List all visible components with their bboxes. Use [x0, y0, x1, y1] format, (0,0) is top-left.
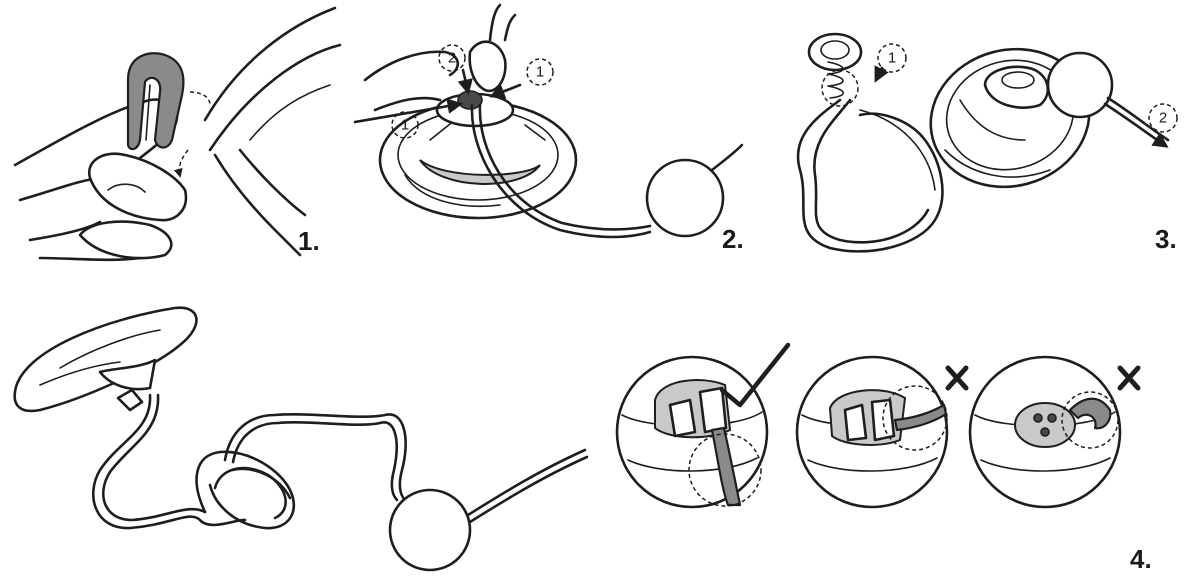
panel-step-3: 1 2 3.: [796, 32, 1178, 254]
callout-circle-2: [438, 44, 466, 72]
step-4-number: 4.: [1130, 544, 1152, 574]
detail-wrong-2: [968, 355, 1122, 509]
step-1-number: 1.: [298, 226, 320, 256]
panel-step-1: 1.: [13, 6, 342, 262]
callout-label: 2: [448, 50, 456, 67]
callout-label: 1: [536, 64, 544, 81]
callout-circle-1: [877, 43, 907, 73]
callout-circle-2: [1148, 103, 1178, 133]
panel-step-2: 2 1 1 2.: [353, 3, 744, 254]
step-2-number: 2.: [722, 224, 744, 254]
callout-circle-1: [526, 58, 554, 86]
detail-wrong-1: [795, 355, 949, 509]
cross-icon: [1117, 365, 1141, 391]
detail-correct: [615, 355, 769, 509]
callout-label: 2: [1159, 110, 1167, 127]
check-icon: [719, 342, 791, 408]
callout-label: 1: [888, 50, 896, 67]
callout-label: 1: [401, 117, 409, 134]
panel-step-4: 4.: [615, 342, 1152, 574]
callout-circle-1: [391, 111, 419, 139]
assembled-cord-illustration: [13, 306, 589, 572]
cross-icon: [945, 365, 969, 391]
step-3-number: 3.: [1155, 224, 1177, 254]
